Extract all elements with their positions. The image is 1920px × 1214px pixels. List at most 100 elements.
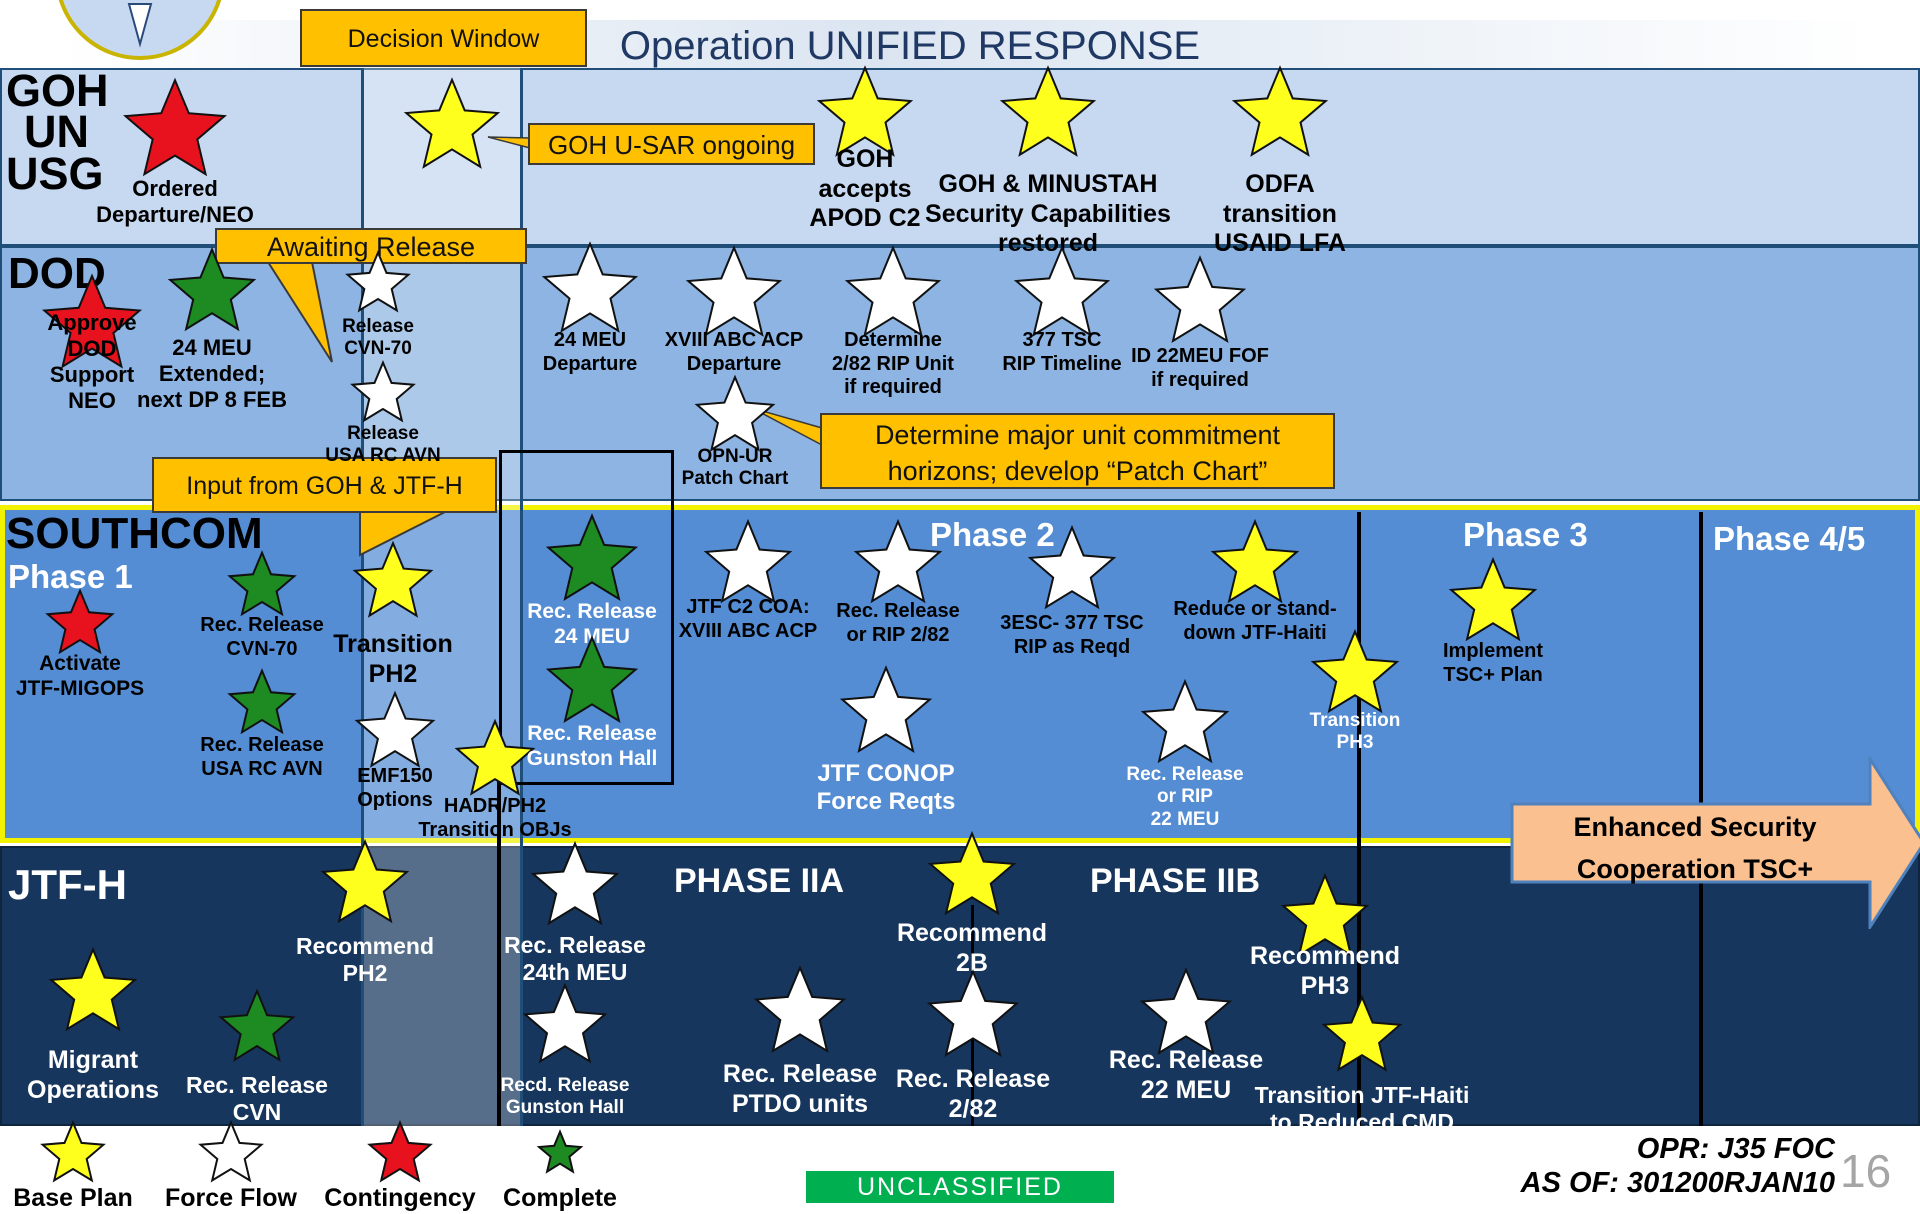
force-star-icon xyxy=(350,360,416,423)
milestone-label-line: if required xyxy=(844,376,942,399)
force-star-icon xyxy=(694,374,776,452)
base-star-icon xyxy=(1321,994,1403,1072)
page-number: 16 xyxy=(1840,1145,1892,1197)
force-star-icon xyxy=(1140,678,1230,764)
milestone-label-line: DOD xyxy=(67,335,117,361)
complete-star-icon xyxy=(227,668,297,735)
milestone-label-line: GOH & MINUSTAH xyxy=(938,170,1158,198)
contingency-star-icon xyxy=(123,77,227,177)
force-star-icon xyxy=(345,250,411,313)
section-southcom: SOUTHCOM xyxy=(6,509,263,558)
milestone-label-line: down JTF-Haiti xyxy=(1183,621,1327,644)
milestone-label-line: Transition xyxy=(333,630,453,658)
milestone-label-line: JTF-MIGOPS xyxy=(15,676,145,700)
phase1-label: Phase 1 xyxy=(8,558,133,595)
complete-star-icon xyxy=(227,550,297,617)
milestone-label-line: 3ESC- 377 TSC xyxy=(1000,612,1144,634)
band-goh xyxy=(0,68,1920,246)
emblem-icon xyxy=(127,3,153,48)
milestone-label-line: Options xyxy=(357,788,433,811)
milestone-label-line: 24 MEU xyxy=(172,335,252,360)
force-star-icon xyxy=(1139,967,1233,1056)
base-star-icon xyxy=(1280,872,1370,958)
base-star-icon xyxy=(816,65,914,157)
as-of-label: AS OF: 301200RJAN10 xyxy=(1520,1167,1835,1199)
base-star-icon xyxy=(454,718,536,796)
milestone-label-line: APOD C2 xyxy=(809,204,921,232)
milestone-label-line: Rec. Release xyxy=(527,600,657,623)
awaiting-release-callout: Awaiting Release xyxy=(215,228,527,264)
milestone-label-line: PTDO units xyxy=(731,1089,869,1118)
milestone-label-line: NEO xyxy=(68,387,116,413)
base-star-icon xyxy=(1231,65,1329,157)
milestone-label-line: Implement xyxy=(1442,640,1544,662)
milestone-label-line: Departure/NEO xyxy=(96,201,254,227)
milestone-label-line: Rec. Release xyxy=(1126,764,1244,785)
phase3-divider xyxy=(1357,512,1361,1126)
milestone-label-line: or RIP 2/82 xyxy=(846,623,950,646)
milestone-label-line: 377 TSC xyxy=(1022,329,1102,351)
milestone-label-line: PH2 xyxy=(368,659,418,688)
milestone-label-line: Reduce or stand- xyxy=(1173,598,1337,620)
milestone-label-line: EMF150 xyxy=(357,765,433,787)
milestone-label-line: 2/82 xyxy=(948,1094,998,1123)
base-star-icon xyxy=(320,838,410,924)
milestone-label-line: Departure xyxy=(542,352,638,375)
contingency-star-icon xyxy=(41,273,143,369)
force-star-icon xyxy=(354,690,436,768)
force-star-icon xyxy=(839,665,933,754)
enhanced-security-arrow xyxy=(1510,757,1920,929)
milestone-label-line: if required xyxy=(1151,368,1249,391)
milestone-label-line: Rec. Release xyxy=(527,722,657,745)
milestone-label-line: or RIP xyxy=(1157,786,1213,808)
arrow-label: Enhanced Security Cooperation TSC+ xyxy=(1530,806,1860,890)
milestone-label-line: HADR/PH2 xyxy=(443,795,547,817)
milestone-label-line: RIP Timeline xyxy=(1002,352,1122,375)
base-star-icon xyxy=(999,65,1097,157)
legend-force-star-icon xyxy=(198,1120,264,1183)
milestone-label-line: RIP as Reqd xyxy=(1013,635,1131,658)
milestone-label-line: Security Capabilities xyxy=(925,199,1171,228)
complete-star-icon xyxy=(218,988,296,1062)
legend-label: Base Plan xyxy=(13,1184,133,1212)
milestone-label-line: Release xyxy=(347,423,419,444)
hadr-line xyxy=(497,760,501,1126)
force-star-icon xyxy=(685,245,783,337)
milestone-label-line: Activate xyxy=(39,652,121,675)
legend-complete-star-icon xyxy=(536,1129,584,1174)
milestone-label-line: 2/82 RIP Unit xyxy=(832,352,954,375)
milestone-label-line: Rec. Release xyxy=(895,1065,1051,1093)
milestone-label-line: JTF C2 COA: xyxy=(686,596,810,618)
emblem xyxy=(55,0,225,60)
milestone-label-line: accepts xyxy=(818,174,912,203)
section-un-line: UN xyxy=(24,106,89,158)
base-star-icon xyxy=(352,540,434,618)
patch-chart-line-1: Determine major unit commitment xyxy=(874,420,1281,450)
milestone-label-line: GOH xyxy=(836,145,894,173)
milestone-label-line: XVIII ABC ACP xyxy=(678,619,818,642)
legend-contingency-star-icon xyxy=(367,1120,433,1183)
milestone-label-line: USA RC AVN xyxy=(325,445,441,467)
base-star-icon xyxy=(927,830,1017,916)
milestone-label-line: ID 22MEU FOF xyxy=(1131,345,1269,367)
section-goh: GOH UN USG xyxy=(6,68,109,196)
phase2a-label: PHASE IIA xyxy=(674,862,845,900)
force-star-icon xyxy=(853,518,943,604)
force-star-icon xyxy=(1153,255,1247,344)
milestone-label-line: Recommend xyxy=(295,933,435,959)
